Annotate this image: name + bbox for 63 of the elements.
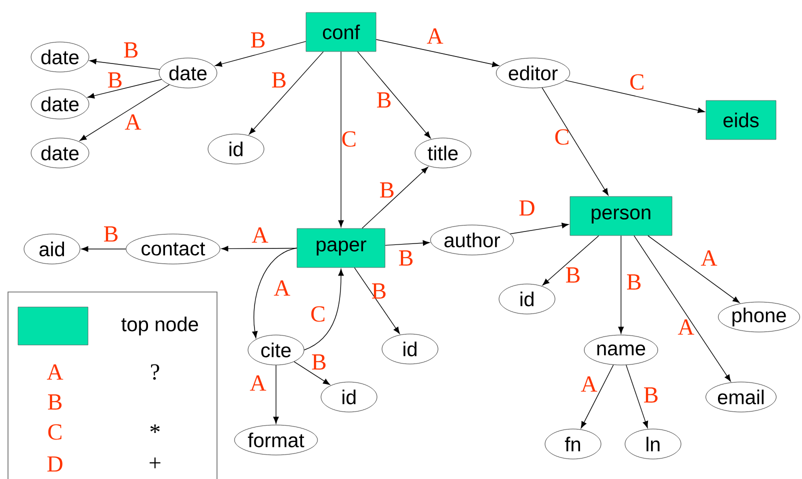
arrow <box>357 51 431 138</box>
edge-label: A <box>580 376 598 392</box>
edge-label: B <box>380 182 394 198</box>
arrow <box>384 240 430 246</box>
edge-label: A <box>252 227 268 243</box>
arrow <box>376 39 500 68</box>
edge-label: B <box>272 72 286 88</box>
legend-symbol: ? <box>151 364 160 380</box>
edge-label: B <box>644 387 658 403</box>
arrow <box>510 222 569 234</box>
edge-label: B <box>108 72 122 88</box>
legend-letter: D <box>47 456 62 472</box>
arrow <box>304 268 344 350</box>
top-node-box: conf <box>306 12 376 52</box>
arrow <box>89 58 160 70</box>
arrow <box>565 80 705 114</box>
edge-label: A <box>700 250 718 266</box>
top-node-box: eids <box>706 100 776 140</box>
edge-label: B <box>399 250 413 266</box>
arrow <box>618 235 624 334</box>
arrow <box>81 246 126 252</box>
arrow <box>273 364 279 424</box>
edge-label: C <box>342 131 356 147</box>
arrow <box>252 248 298 338</box>
edge-label: B <box>566 267 580 283</box>
edge-label: B <box>627 274 641 290</box>
edge-label: A <box>274 280 290 296</box>
arrow <box>354 267 400 334</box>
arrow <box>80 84 170 141</box>
arrow <box>626 364 648 428</box>
legend-label: top node <box>121 316 198 336</box>
arrow <box>580 364 614 428</box>
edge-label: B <box>377 92 391 108</box>
edge-label: B <box>104 226 118 242</box>
edge-label: B <box>251 32 265 48</box>
arrow <box>648 235 740 303</box>
edge-label: B <box>124 42 138 58</box>
arrow <box>87 79 162 98</box>
edge-label: A <box>250 375 266 391</box>
arrow <box>214 41 306 67</box>
arrow <box>248 51 324 135</box>
arrow <box>362 166 428 229</box>
legend-symbol: + <box>150 458 160 468</box>
edge-label: B <box>312 354 326 370</box>
arrow <box>542 87 608 196</box>
edge-label: B <box>372 283 386 299</box>
edge-label: D <box>519 200 534 216</box>
legend-letter: C <box>48 424 62 440</box>
edge-label: A <box>124 114 142 130</box>
edge-label: C <box>311 306 324 322</box>
edge-label: C <box>630 74 644 90</box>
legend-letter: A <box>46 364 64 380</box>
edge-label: A <box>426 28 444 44</box>
arrow <box>542 235 600 286</box>
edge-label: A <box>678 319 694 335</box>
legend-symbol: * <box>150 424 160 433</box>
legend-letter: B <box>48 394 62 410</box>
top-node-box: person <box>570 196 672 236</box>
edge-label: C <box>555 129 568 145</box>
arrow <box>294 361 330 385</box>
top-node-box: paper <box>296 228 386 268</box>
arrow <box>634 235 731 382</box>
arrow <box>338 51 344 228</box>
